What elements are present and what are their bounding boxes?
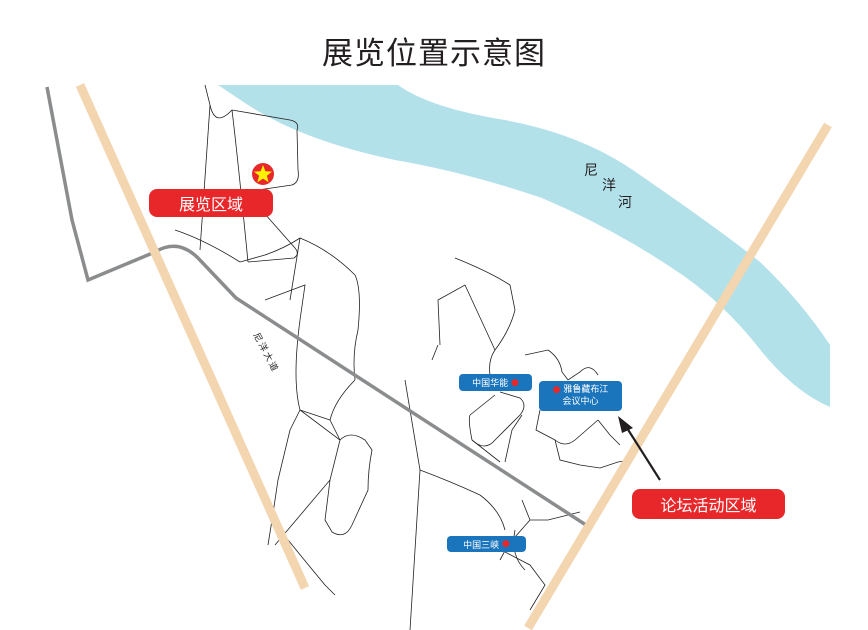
landmark-sanxia-text: 中国三峡 (463, 540, 500, 551)
west-road (45, 86, 587, 527)
exhibition-area-label: 展览区域 (149, 189, 273, 217)
location-pin-icon: ● (552, 385, 561, 395)
landmark-sanxia: 中国三峡 ● (447, 536, 526, 552)
landmark-conference-center: ● 雅鲁藏布江 会议中心 (539, 381, 622, 411)
river-nyang (218, 85, 830, 407)
river-label-char-3: 河 (618, 195, 632, 211)
river-label-char-2: 洋 (602, 178, 616, 194)
boundary-line-west (75, 83, 310, 590)
landmark-conference-line2: 会议中心 (562, 397, 599, 407)
landmark-conference-line1: 雅鲁藏布江 (563, 385, 609, 395)
location-pin-icon: ● (508, 377, 519, 388)
forum-area-label: 论坛活动区域 (632, 489, 785, 519)
boundary-line-east (524, 122, 832, 630)
street-network (174, 84, 631, 630)
landmark-huaneng: 中国华能 ● (459, 374, 532, 391)
river-label-char-1: 尼 (584, 163, 598, 179)
landmark-huaneng-text: 中国华能 (472, 379, 509, 389)
forum-arrow (618, 416, 661, 481)
location-pin-icon: ● (499, 539, 510, 549)
exhibition-star-marker (252, 163, 274, 185)
page-title: 展览位置示意图 (322, 36, 546, 72)
